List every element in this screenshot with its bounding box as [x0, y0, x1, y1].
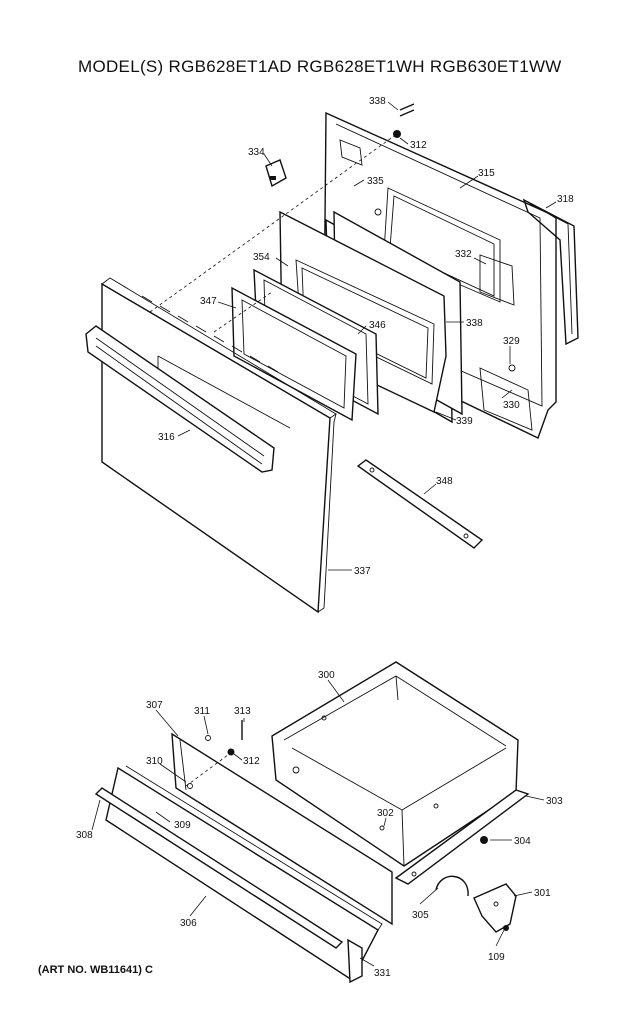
clip-part: [265, 159, 287, 188]
part-label-313: 313: [234, 706, 251, 717]
part-label-301: 301: [534, 888, 551, 899]
part-label-332: 332: [455, 249, 472, 260]
page-title: MODEL(S) RGB628ET1AD RGB628ET1WH RGB630E…: [78, 57, 562, 76]
part-label-335: 335: [367, 176, 384, 187]
part-label-318: 318: [557, 194, 574, 205]
part-label-337: 337: [354, 566, 371, 577]
art-number: (ART NO. WB11641) C: [38, 964, 153, 976]
part-label-316: 316: [158, 432, 175, 443]
part-label-338-screw: 338: [369, 96, 386, 107]
drawer-body-part: [271, 661, 519, 867]
drawer-rail-part: [394, 789, 530, 885]
part-label-347: 347: [200, 296, 217, 307]
part-label-315: 315: [478, 168, 495, 179]
part-label-303: 303: [546, 796, 563, 807]
part-label-346: 346: [369, 320, 386, 331]
part-label-311: 311: [194, 706, 210, 717]
part-label-329: 329: [503, 336, 520, 347]
part-label-305: 305: [412, 910, 429, 921]
roller-part: [480, 836, 488, 844]
part-label-312-lower: 312: [243, 756, 260, 767]
part-labels: 338 312 334 315 335 318 354 332 347 346 …: [76, 96, 574, 979]
part-label-307: 307: [146, 700, 163, 711]
part-label-309: 309: [174, 820, 191, 831]
leader-lines: [91, 101, 557, 967]
part-label-331: 331: [374, 968, 391, 979]
door-gasket-part: [522, 198, 579, 346]
glass-retainer-frame: [231, 286, 357, 422]
part-label-109: 109: [488, 952, 505, 963]
spring-part: [435, 875, 469, 897]
door-handle-part: [85, 325, 275, 473]
part-label-306: 306: [180, 918, 197, 929]
part-label-338-frame: 338: [466, 318, 483, 329]
part-label-302: 302: [377, 808, 394, 819]
part-label-354: 354: [253, 252, 270, 263]
part-label-334: 334: [248, 147, 265, 158]
part-label-308: 308: [76, 830, 93, 841]
outer-door-panel: [101, 277, 337, 614]
part-label-339: 339: [456, 416, 473, 427]
drawer-fasteners: [185, 720, 243, 789]
screw-washer-top: [393, 103, 415, 138]
part-label-304: 304: [514, 836, 531, 847]
part-label-300: 300: [318, 670, 335, 681]
drawer-bracket-part: [473, 883, 517, 933]
hinge-rail-part: [356, 459, 484, 549]
alignment-lines: [149, 135, 395, 333]
part-label-310: 310: [146, 756, 163, 767]
drawer-handle-part: [94, 787, 344, 949]
part-label-312-washer: 312: [410, 140, 427, 151]
part-label-348: 348: [436, 476, 453, 487]
part-label-330: 330: [503, 400, 520, 411]
